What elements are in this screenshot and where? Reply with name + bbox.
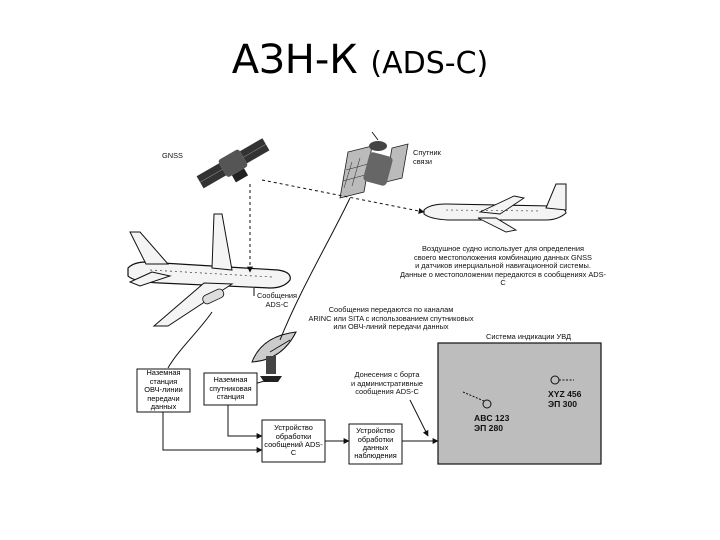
box-line: ОВЧ-линии [144,385,183,395]
atc-display-screen [437,342,602,465]
satellite-label-line: Спутник [413,148,441,157]
reports-line: и административные [350,378,424,388]
box-line: данных [362,443,389,452]
box-line: Наземная [146,368,181,378]
display-system-label: Система индикации УВД [486,332,571,341]
target-level: ЭП 280 [474,423,504,433]
aircraft-left-icon [127,213,291,327]
aircraft-right-icon [423,183,567,233]
aircraft-info-note: Воздушное судно использует для определен… [398,244,608,288]
ads-c-messages-label: Сообщения ADS-C [252,291,302,309]
title-sub: (ADS-C) [370,46,489,81]
satellite-ground-station-box: Наземная спутниковая станция [204,373,257,405]
box-line: передачи [147,393,180,403]
satellite-dish-icon [251,331,297,382]
box-line: Устройство [274,423,313,433]
target-symbol-abc-icon [462,391,492,409]
aircraft-info-line: и датчиков инерциальной навигационной си… [415,261,591,271]
channels-note: Сообщения передаются по каналам ARINC ил… [306,305,476,332]
gnss-satellite-icon [196,138,270,189]
target-label-xyz: XYZ 456 ЭП 300 [548,389,581,409]
aircraft-info-line: своего местоположения комбинацию данных … [414,252,592,262]
box-line: Устройство [356,426,395,436]
box-line: спутниковая [209,383,252,393]
target-callsign: XYZ 456 [548,389,582,399]
target-level: ЭП 300 [548,399,578,409]
reports-line: Донесения с борта [354,370,420,379]
channels-line: ARINC или SITA с использованием спутнико… [308,313,474,323]
reports-label: Донесения с борта и административные соо… [344,370,430,397]
target-symbol-xyz-icon [550,375,574,385]
title-main: АЗН-К [231,37,358,83]
reports-line: сообщения ADS-C [355,387,419,397]
box-line: станция [149,376,178,386]
comm-satellite-icon [339,131,409,199]
satellite-label-line: связи [413,156,433,166]
box-line: данных [150,402,177,412]
box-line: обработки [357,434,394,444]
target-label-abc: ABC 123 ЭП 280 [474,413,509,433]
box-line: Наземная [213,375,248,385]
ads-c-processing-box: Устройство обработки сообщений ADS-C [262,420,325,462]
ads-c-messages-line: ADS-C [265,299,289,309]
box-connectors [162,399,439,453]
aircraft-info-line: Воздушное судно использует для определен… [422,244,584,253]
surveillance-processing-box: Устройство обработки данных наблюдения [349,424,402,464]
target-callsign: ABC 123 [474,413,510,423]
box-line: наблюдения [354,451,397,461]
ads-c-messages-line: Сообщения [256,291,298,300]
aircraft-info-line: Данные о местоположении передаются в соо… [400,269,606,288]
channels-line: Сообщения передаются по каналам [328,305,454,314]
channels-line: или ОВЧ-линий передачи данных [333,322,449,332]
box-line: обработки [275,431,312,441]
satellite-label: Спутник связи [413,148,441,166]
gnss-label: GNSS [162,151,183,160]
box-line: станция [216,392,245,402]
slide-title: АЗН-К (ADS-C) [0,36,720,88]
diagram-boxes [136,368,403,465]
vhf-ground-station-box: Наземная станция ОВЧ-линии передачи данн… [137,369,190,412]
box-line: сообщений ADS-C [264,440,323,458]
